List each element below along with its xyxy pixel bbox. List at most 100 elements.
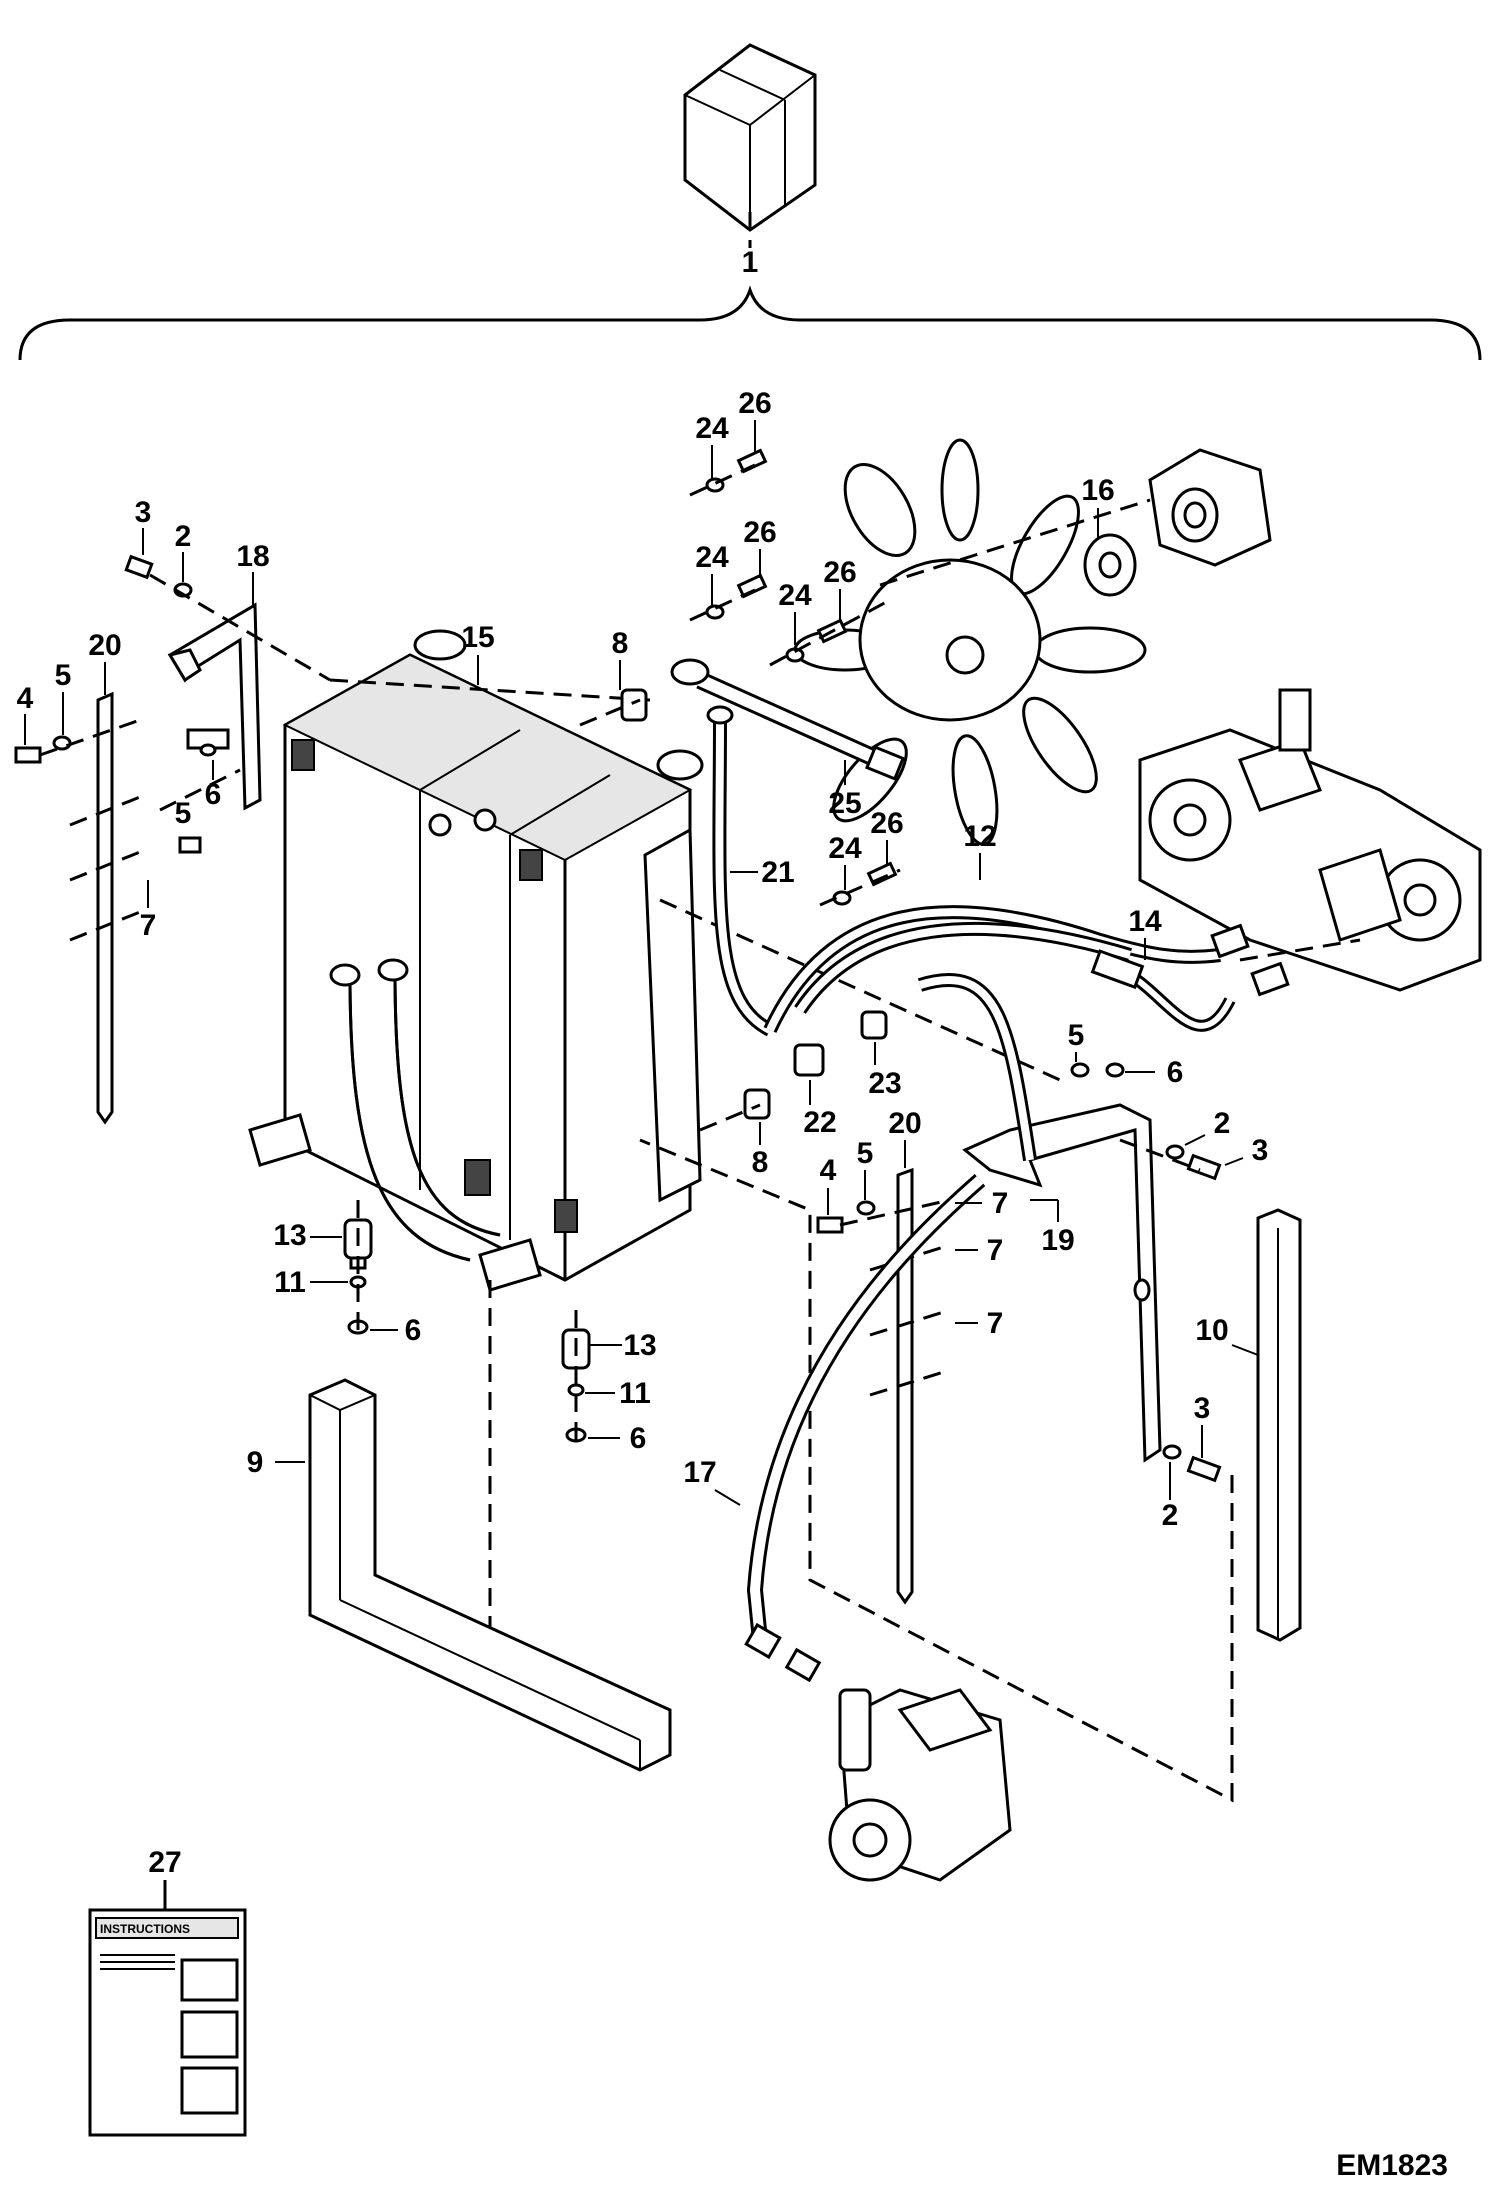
callout-4-b: 4 [820, 1154, 837, 1187]
callout-16: 16 [1081, 474, 1114, 507]
fan-motor-icon [1148, 448, 1272, 567]
callout-6-d: 6 [630, 1422, 647, 1455]
callout-2-b: 2 [1214, 1107, 1231, 1140]
callout-6-a: 6 [205, 778, 222, 811]
hose-17 [744, 1173, 986, 1660]
callout-7-c: 7 [987, 1234, 1004, 1267]
hydraulic-pump-icon [1138, 688, 1482, 992]
strap-20-left [96, 691, 114, 1125]
washer-24-b [705, 604, 725, 620]
callout-7-b: 7 [992, 1187, 1009, 1220]
seal-9 [308, 1378, 672, 1772]
drawing-code: EM1823 [1336, 2149, 1448, 2182]
hose-25 [670, 658, 905, 781]
callout-19: 19 [1041, 1224, 1074, 1257]
callout-10: 10 [1195, 1314, 1228, 1347]
callout-21: 21 [761, 856, 794, 889]
washer-11-right [567, 1383, 585, 1397]
oil-cooler-15 [248, 629, 704, 1292]
callout-11-a: 11 [274, 1266, 306, 1299]
callout-26-c: 26 [823, 556, 856, 589]
bolt-26-a [736, 448, 768, 474]
callout-2-a: 2 [175, 520, 192, 553]
nut-6-left [199, 743, 217, 757]
bolt-4-right [816, 1216, 844, 1234]
callout-18: 18 [236, 540, 269, 573]
drive-motor-icon [828, 1688, 1012, 1882]
callout-4-a: 4 [17, 682, 34, 715]
callout-26-b: 26 [743, 516, 776, 549]
callout-24-d: 24 [828, 832, 862, 865]
callout-25: 25 [828, 787, 861, 820]
callout-15: 15 [461, 621, 494, 654]
callout-12: 12 [963, 820, 996, 853]
fitting-8-lower [743, 1088, 771, 1120]
callout-20-b: 20 [888, 1107, 921, 1140]
callout-5-b: 5 [175, 797, 192, 830]
callout-24-c: 24 [778, 579, 812, 612]
callout-14: 14 [1128, 905, 1162, 938]
hose-12 [763, 905, 1221, 1033]
washer-24-c [785, 647, 805, 663]
callout-8-a: 8 [612, 627, 629, 660]
callout-20-a: 20 [88, 629, 121, 662]
fan-hub-icon [1083, 533, 1137, 597]
bracket-19 [962, 1103, 1162, 1463]
fitting-22 [793, 1043, 825, 1077]
callout-26-a: 26 [738, 387, 771, 420]
callout-13-a: 13 [273, 1219, 306, 1252]
callout-3-c: 3 [1194, 1392, 1211, 1425]
callout-8-b: 8 [752, 1146, 769, 1179]
callout-7-a: 7 [140, 909, 157, 942]
callout-6-c: 6 [405, 1314, 422, 1347]
nut-6-upper-right [1105, 1062, 1125, 1078]
callout-24-b: 24 [695, 541, 729, 574]
left-bracket-18 [167, 602, 262, 811]
callout-7-d: 7 [987, 1307, 1004, 1340]
kit-brace [18, 285, 1482, 361]
cooler-hoses [329, 958, 501, 1262]
callout-6-b: 6 [1167, 1056, 1184, 1089]
tube-21 [706, 705, 774, 1037]
bolt-26-b [736, 573, 768, 599]
washer-5-upper-right [1070, 1062, 1090, 1078]
pump-fitting-a [1210, 923, 1250, 959]
callout-5-a: 5 [55, 659, 72, 692]
bolt-3-right-lower [1186, 1455, 1222, 1483]
callout-13-b: 13 [623, 1329, 656, 1362]
callout-23: 23 [868, 1067, 901, 1100]
instructions-sheet: INSTRUCTIONS [88, 1908, 247, 2137]
callout-26-d: 26 [870, 807, 903, 840]
seal-10 [1256, 1208, 1302, 1642]
callout-5-c: 5 [1068, 1019, 1085, 1052]
callout-labels: 3 2 18 20 4 5 5 6 7 15 8 24 26 24 26 24 … [17, 387, 1269, 1532]
bolt-5-left-lower [178, 836, 202, 854]
hose-14 [917, 949, 1236, 1162]
kit-box-icon [683, 43, 817, 232]
fitting-23 [860, 1010, 888, 1040]
bolt-3-right-upper [1186, 1153, 1222, 1181]
bolt-3-left [124, 554, 154, 580]
fan-blade-icon [793, 438, 1147, 846]
callout-22: 22 [803, 1106, 836, 1139]
motor-fitting [784, 1647, 822, 1683]
instructions-header: INSTRUCTIONS [100, 1922, 190, 1936]
strap-20-right [896, 1167, 914, 1605]
washer-2-right-lower [1162, 1444, 1182, 1460]
washer-2-right-upper [1165, 1144, 1185, 1160]
callout-kit: 1 [742, 246, 759, 279]
callout-2-c: 2 [1162, 1499, 1179, 1532]
callout-3-b: 3 [1252, 1134, 1269, 1167]
pump-fitting-b [1250, 961, 1290, 997]
bolt-4-left [14, 746, 42, 764]
callout-24-a: 24 [695, 412, 729, 445]
callout-11-b: 11 [619, 1377, 651, 1410]
washer-5-left [52, 735, 72, 751]
callout-instructions: 27 [148, 1846, 181, 1879]
callout-9: 9 [247, 1446, 264, 1479]
washer-5-right [856, 1200, 876, 1216]
callout-17: 17 [683, 1456, 716, 1489]
callout-3-a: 3 [135, 496, 152, 529]
callout-5-d: 5 [857, 1137, 874, 1170]
